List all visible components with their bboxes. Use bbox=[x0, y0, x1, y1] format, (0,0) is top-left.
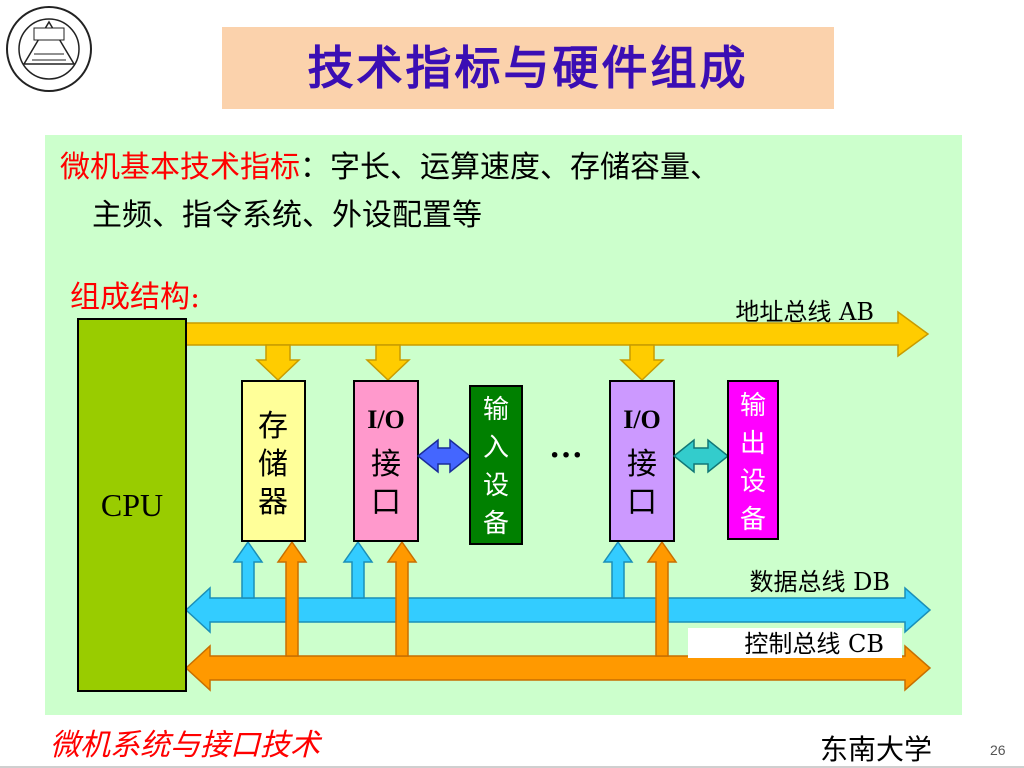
indicators-colon: ： bbox=[300, 150, 330, 185]
control-bus-label-bg bbox=[688, 628, 902, 658]
more-interfaces-ellipsis: ··· bbox=[549, 437, 583, 474]
output-label-2: 出 bbox=[740, 429, 766, 459]
io-interface-2-block bbox=[609, 380, 675, 542]
address-arrow-io2 bbox=[619, 344, 665, 382]
school-name: 东南大学 bbox=[820, 733, 933, 766]
input-label-2: 入 bbox=[483, 433, 509, 463]
output-device-block bbox=[727, 380, 779, 540]
io1-label-2: 接 bbox=[371, 447, 401, 482]
io2-output-double-arrow bbox=[672, 438, 730, 474]
address-bus-arrow bbox=[185, 310, 930, 358]
input-label-1: 输 bbox=[483, 395, 509, 425]
memory-label-1: 存 bbox=[258, 409, 288, 444]
io-interface-1-block bbox=[353, 380, 419, 542]
address-bus-label: 地址总线 AB bbox=[735, 298, 874, 326]
university-seal-icon bbox=[6, 6, 92, 92]
cpu-block bbox=[77, 318, 187, 692]
address-arrow-io1 bbox=[365, 344, 411, 382]
control-bus-label: 控制总线 CB bbox=[744, 630, 884, 658]
title-background bbox=[222, 27, 834, 109]
output-label-1: 输 bbox=[740, 391, 766, 421]
memory-label-3: 器 bbox=[258, 485, 288, 520]
indicators-line1: 微机基本技术指标：字长、运算速度、存储容量、 bbox=[60, 142, 720, 186]
indicators-line2: 主频、指令系统、外设配置等 bbox=[92, 198, 482, 233]
footer-divider bbox=[0, 766, 1024, 768]
data-bus-arrow bbox=[184, 586, 932, 634]
io2-label-2: 接 bbox=[627, 447, 657, 482]
structure-label-colon: : bbox=[190, 280, 201, 315]
input-label-3: 设 bbox=[483, 471, 509, 501]
address-arrow-memory bbox=[255, 344, 301, 382]
input-label-4: 备 bbox=[483, 509, 509, 539]
io1-label-1: I/O bbox=[367, 405, 405, 434]
io2-label-1: I/O bbox=[623, 405, 661, 434]
input-device-block bbox=[469, 385, 523, 545]
control-arrow-io1 bbox=[386, 540, 418, 657]
control-arrow-memory bbox=[276, 540, 308, 657]
cpu-label: CPU bbox=[101, 487, 163, 523]
memory-block bbox=[241, 380, 306, 542]
structure-label: 组成结构: bbox=[70, 272, 200, 316]
data-arrow-memory bbox=[232, 540, 264, 599]
output-label-3: 设 bbox=[740, 467, 766, 497]
slide-title: 技术指标与硬件组成 bbox=[307, 41, 749, 95]
course-name: 微机系统与接口技术 bbox=[50, 728, 320, 763]
indicators-label: 微机基本技术指标 bbox=[60, 150, 300, 185]
io1-label-3: 口 bbox=[371, 485, 401, 520]
io2-label-3: 口 bbox=[627, 485, 657, 520]
indicators-text1: 字长、运算速度、存储容量、 bbox=[330, 150, 720, 185]
control-arrow-io2 bbox=[646, 540, 678, 657]
data-arrow-io2 bbox=[602, 540, 634, 599]
data-arrow-io1 bbox=[342, 540, 374, 599]
memory-label-2: 储 bbox=[258, 447, 288, 482]
structure-label-text: 组成结构 bbox=[70, 280, 190, 315]
page-number: 26 bbox=[990, 742, 1006, 758]
output-label-4: 备 bbox=[740, 505, 766, 535]
data-bus-label: 数据总线 DB bbox=[749, 568, 890, 596]
io1-input-double-arrow bbox=[416, 438, 472, 474]
